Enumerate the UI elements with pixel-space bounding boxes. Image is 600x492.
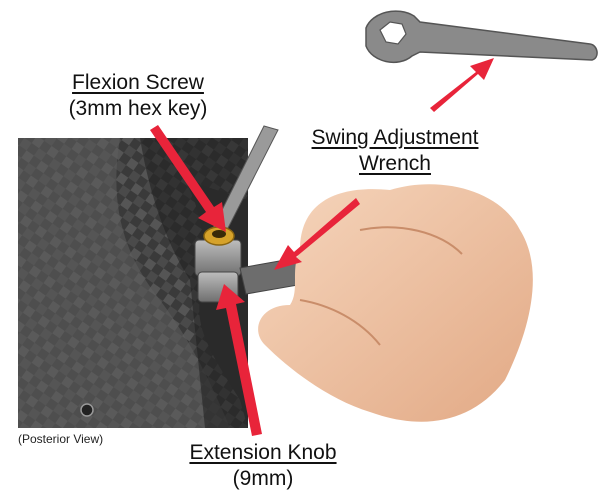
view-caption: (Posterior View)	[18, 432, 103, 446]
flexion-screw-note: (3mm hex key)	[58, 96, 218, 122]
extension-knob-title: Extension Knob	[168, 440, 358, 466]
extension-knob-note: (9mm)	[168, 466, 358, 492]
hand-with-wrench	[240, 184, 533, 421]
swing-wrench-line2: Wrench	[290, 151, 500, 177]
flexion-screw-title: Flexion Screw	[58, 70, 218, 96]
wrench-icon	[366, 11, 597, 62]
flexion-screw-label: Flexion Screw (3mm hex key)	[58, 70, 218, 122]
extension-knob-label: Extension Knob (9mm)	[168, 440, 358, 492]
swing-wrench-line1: Swing Adjustment	[290, 125, 500, 151]
wrench-pointer-arrow	[430, 58, 494, 112]
swing-wrench-label: Swing Adjustment Wrench	[290, 125, 500, 177]
